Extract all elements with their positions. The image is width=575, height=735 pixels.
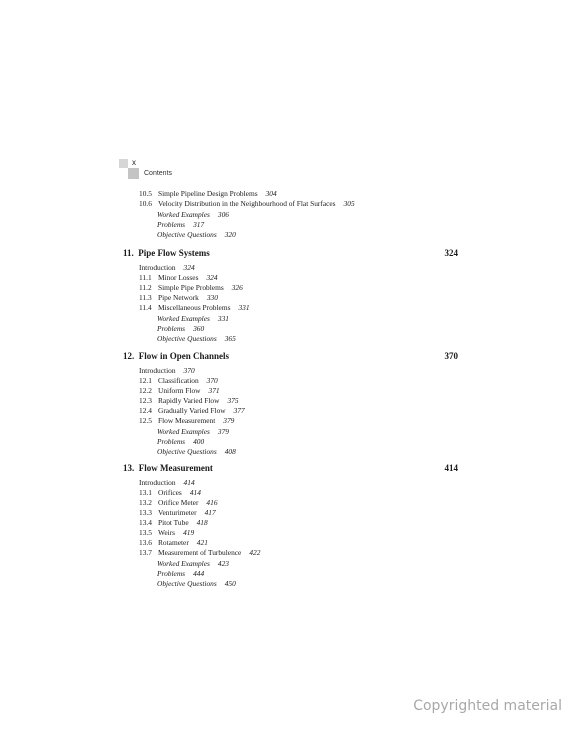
chapter-heading: 12. Flow in Open Channels (123, 351, 230, 361)
chapter-page: 414 (444, 463, 459, 473)
page-number: x (132, 158, 136, 167)
chapter-heading: 11. Pipe Flow Systems (123, 248, 210, 258)
chapter-page: 370 (444, 351, 459, 361)
running-head: Contents (144, 170, 173, 177)
header-gray-square-offset (128, 168, 139, 179)
copyright-watermark: Copyrighted material (413, 698, 562, 714)
chapter-heading: 13. Flow Measurement (123, 463, 213, 473)
header-gray-square (119, 159, 128, 168)
chapter-page: 324 (444, 248, 459, 258)
